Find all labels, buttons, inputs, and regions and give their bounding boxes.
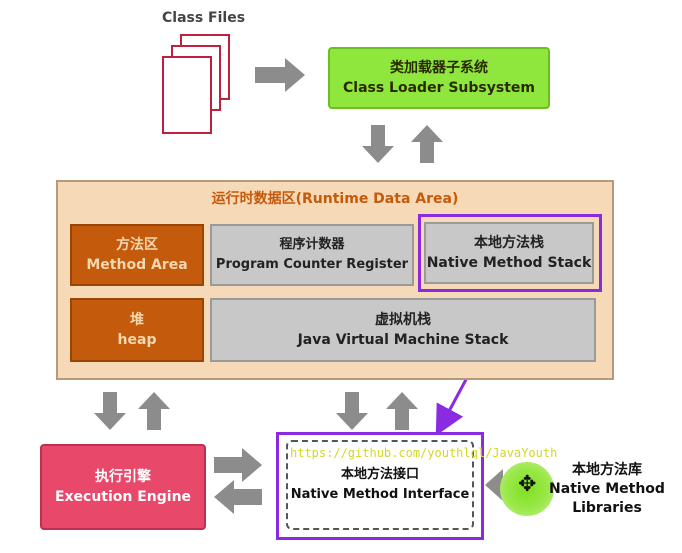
method-area-label-en: Method Area (86, 257, 188, 273)
arrow-down-icon (336, 392, 368, 430)
execution-engine-label-cn: 执行引擎 (95, 469, 151, 485)
pc-register-label-en: Program Counter Register (215, 257, 409, 272)
jvm-stack-label-en: Java Virtual Machine Stack (297, 332, 509, 348)
execution-engine-label-en: Execution Engine (54, 489, 192, 505)
arrow-up-icon (411, 125, 443, 163)
native-method-interface: 本地方法接口 Native Method Interface (286, 440, 474, 530)
heap: 堆 heap (70, 298, 204, 362)
class-files-label: Class Files (162, 10, 246, 26)
native-libraries-icon (500, 462, 554, 516)
watermark-url: https://github.com/youthlql/JavaYouth (290, 446, 558, 460)
native-libraries-label-en-1: Native Method (549, 480, 665, 497)
class-loader-subsystem: 类加载器子系统 Class Loader Subsystem (328, 47, 550, 109)
arrow-down-icon (362, 125, 394, 163)
class-loader-label-cn: 类加载器子系统 (390, 60, 488, 76)
program-counter-register: 程序计数器 Program Counter Register (210, 224, 414, 286)
pc-register-label-cn: 程序计数器 (279, 237, 345, 252)
native-method-libraries: 本地方法库 Native Method Libraries (544, 456, 670, 522)
native-interface-label-en: Native Method Interface (290, 487, 470, 502)
jvm-stack: 虚拟机栈 Java Virtual Machine Stack (210, 298, 596, 362)
native-stack-label-cn: 本地方法栈 (474, 235, 544, 251)
native-stack-label-en: Native Method Stack (426, 255, 592, 271)
execution-engine: 执行引擎 Execution Engine (40, 444, 206, 530)
cursor-icon: ✥ (518, 472, 537, 497)
arrow-up-icon (386, 392, 418, 430)
heap-label-en: heap (117, 332, 157, 348)
arrow-up-icon (138, 392, 170, 430)
jvm-stack-label-cn: 虚拟机栈 (375, 312, 431, 328)
runtime-data-area-title: 运行时数据区(Runtime Data Area) (211, 191, 459, 207)
arrow-left-icon (214, 480, 262, 514)
native-stack-highlight (418, 214, 602, 292)
heap-label-cn: 堆 (130, 312, 144, 328)
native-interface-label-cn: 本地方法接口 (340, 467, 419, 482)
method-area-label-cn: 方法区 (116, 237, 158, 253)
arrow-right-icon (255, 58, 305, 92)
arrow-right-icon (214, 448, 262, 482)
arrow-down-icon (94, 392, 126, 430)
method-area: 方法区 Method Area (70, 224, 204, 286)
file-sheet (162, 56, 212, 134)
native-libraries-label-cn: 本地方法库 (572, 461, 642, 478)
native-libraries-label-en-2: Libraries (572, 499, 642, 516)
native-method-stack: 本地方法栈 Native Method Stack (424, 222, 594, 284)
class-loader-label-en: Class Loader Subsystem (343, 80, 535, 96)
